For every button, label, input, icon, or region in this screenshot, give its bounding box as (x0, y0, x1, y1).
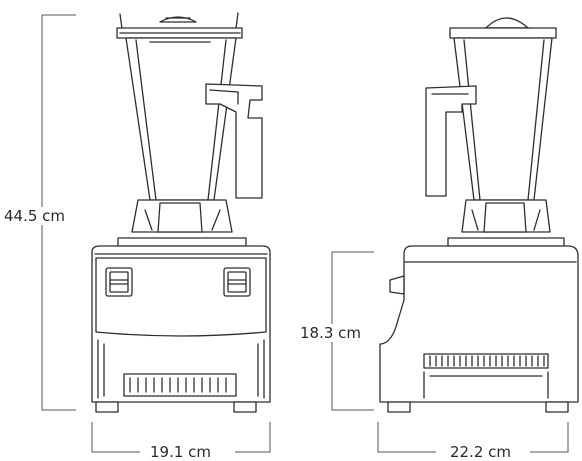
blender-front-view (91, 12, 271, 413)
blender-side-view (379, 17, 579, 413)
dimension-height-total-label: 44.5 cm (4, 207, 66, 225)
dimension-depth-side-line (377, 422, 569, 453)
dimension-depth-side-label: 22.2 cm (450, 443, 512, 461)
dimension-height-base-label: 18.3 cm (300, 324, 362, 342)
dimension-width-front-label: 19.1 cm (150, 443, 212, 461)
dimension-width-front-line (91, 422, 271, 453)
